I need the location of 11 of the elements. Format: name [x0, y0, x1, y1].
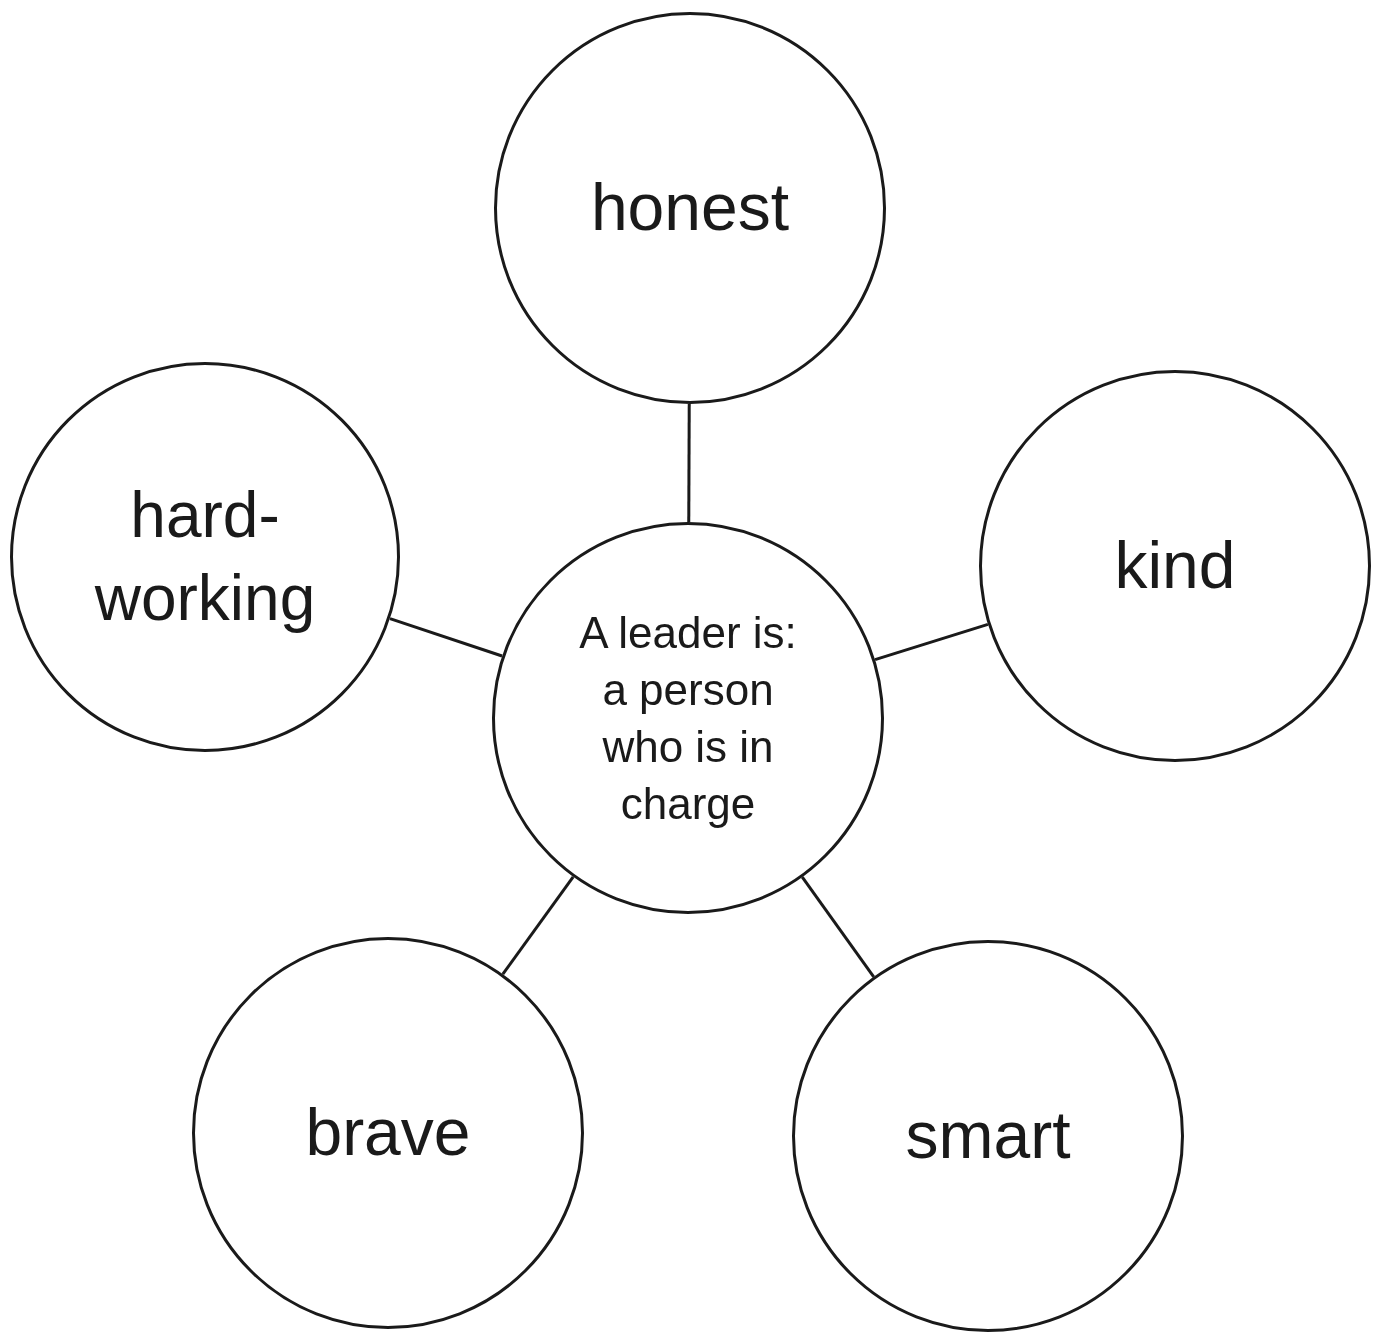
node-label: brave	[305, 1094, 471, 1172]
connector-line	[687, 404, 691, 522]
connector-line	[874, 622, 989, 662]
node-label: hard-working	[93, 477, 317, 636]
node-label: honest	[590, 169, 790, 247]
node-label: kind	[1114, 527, 1236, 605]
node-label: smart	[905, 1097, 1071, 1175]
connector-line	[389, 617, 503, 658]
connector-line	[801, 876, 875, 978]
connector-line	[501, 875, 575, 976]
node-label: A leader is: a person who is in charge	[578, 606, 798, 831]
